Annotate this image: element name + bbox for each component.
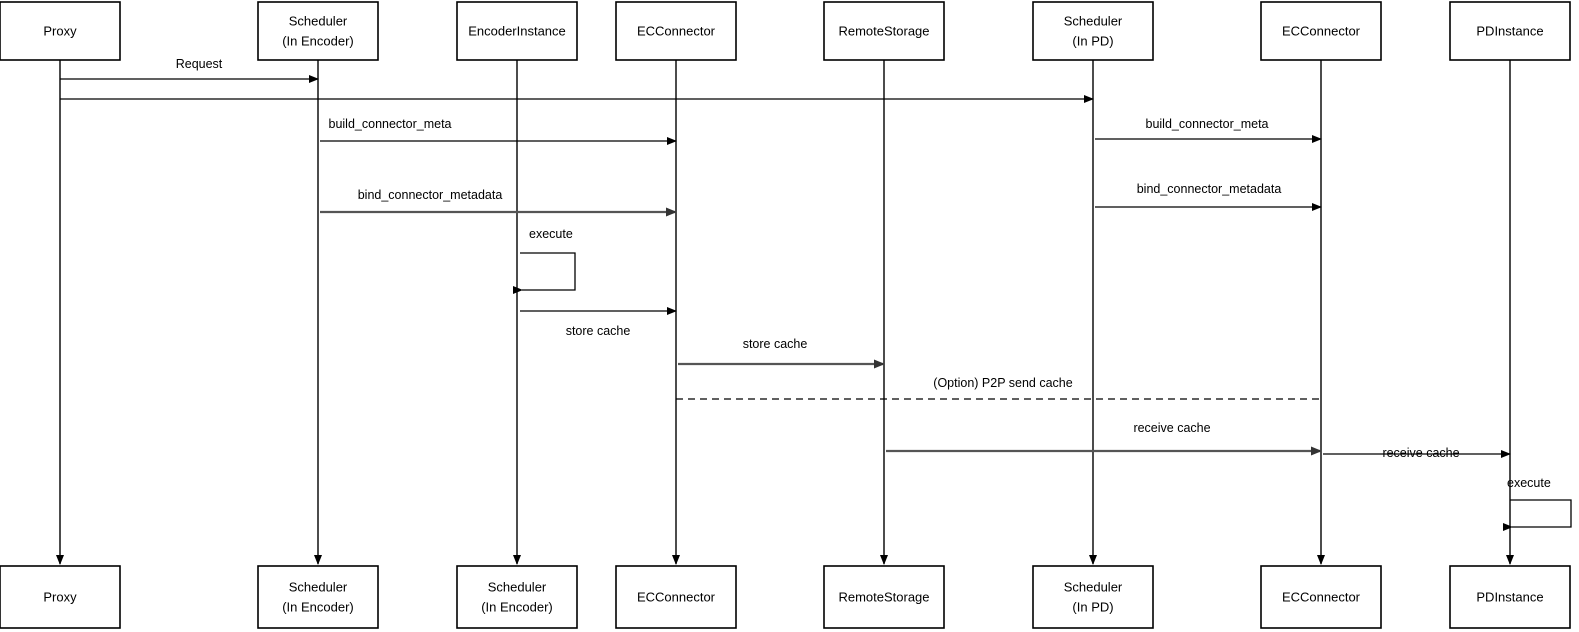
participant-top-ecconnector-pd[interactable]: ECConnector <box>1260 1 1382 61</box>
message-label: build_connector_meta <box>329 117 452 131</box>
message-label: build_connector_meta <box>1146 117 1269 131</box>
self-message-label: execute <box>529 227 573 241</box>
participant-bottom-label-line1: ECConnector <box>1282 589 1361 604</box>
message-m10: receive cache <box>886 421 1322 456</box>
participant-top-label-line1: RemoteStorage <box>838 23 929 38</box>
participant-bottom-box[interactable] <box>615 565 737 629</box>
participant-bottom-label-line1: Proxy <box>43 589 77 604</box>
self-message-label: execute <box>1507 476 1551 490</box>
participant-top-proxy[interactable]: Proxy <box>0 1 121 61</box>
participant-top-box[interactable] <box>257 1 379 61</box>
participant-bottom-label-line1: PDInstance <box>1476 589 1543 604</box>
participant-top-scheduler-pd[interactable]: Scheduler (In PD) <box>1032 1 1154 61</box>
participant-bottom-label-line1: RemoteStorage <box>838 589 929 604</box>
participant-bottom-box[interactable] <box>1449 565 1571 629</box>
participant-top-box[interactable] <box>615 1 737 61</box>
participant-top-label-line2: (In Encoder) <box>282 33 354 48</box>
message-m9: (Option) P2P send cache <box>676 376 1321 400</box>
participant-top-label-line2: (In PD) <box>1072 33 1113 48</box>
self-message-loop <box>513 252 576 294</box>
participant-bottom-box[interactable] <box>257 565 379 629</box>
participant-bottom-label-line1: Scheduler <box>488 579 547 594</box>
message-m11: receive cache <box>1323 446 1511 460</box>
participant-bottom-proxy[interactable]: Proxy <box>0 565 121 629</box>
participant-top-label-line1: Scheduler <box>1064 13 1123 28</box>
message-label: Request <box>176 57 223 71</box>
participant-top-pd-instance[interactable]: PDInstance <box>1449 1 1571 61</box>
message-label: receive cache <box>1133 421 1210 435</box>
participant-top-label-line1: Scheduler <box>289 13 348 28</box>
participant-bottom-box[interactable] <box>456 565 578 629</box>
message-m3: build_connector_meta <box>320 117 677 145</box>
participant-bottom-remote-storage[interactable]: RemoteStorage <box>823 565 945 629</box>
message-label: store cache <box>743 337 808 351</box>
participant-top-encoder-instance[interactable]: EncoderInstance <box>456 1 578 61</box>
participant-bottom-box[interactable] <box>1260 565 1382 629</box>
message-label: bind_connector_metadata <box>1137 182 1282 196</box>
message-label: (Option) P2P send cache <box>933 376 1072 390</box>
message-label: bind_connector_metadata <box>358 188 503 202</box>
participant-top-box[interactable] <box>823 1 945 61</box>
participant-bottom-label-line1: ECConnector <box>637 589 716 604</box>
participant-bottom-box[interactable] <box>823 565 945 629</box>
participant-bottom-ecconnector-pd[interactable]: ECConnector <box>1260 565 1382 629</box>
participant-top-label-line1: PDInstance <box>1476 23 1543 38</box>
participant-bottom-label-line2: (In Encoder) <box>282 599 354 614</box>
participant-bottom-scheduler-pd[interactable]: Scheduler (In PD) <box>1032 565 1154 629</box>
participant-bottom-label-line2: (In PD) <box>1072 599 1113 614</box>
lifelines-layer <box>56 60 1514 565</box>
message-m4: build_connector_meta <box>1095 117 1322 143</box>
messages-layer: Request build_connector_meta build_connect… <box>60 57 1511 460</box>
message-m1: Request <box>60 57 319 83</box>
participant-top-label-line1: EncoderInstance <box>468 23 566 38</box>
message-m7: store cache <box>520 307 677 338</box>
message-label: store cache <box>566 324 631 338</box>
self-messages-layer: execute execute <box>513 227 1572 531</box>
message-label: receive cache <box>1382 446 1459 460</box>
participant-bottom-pd-instance[interactable]: PDInstance <box>1449 565 1571 629</box>
self-message-s2: execute <box>1503 476 1572 531</box>
participant-top-box[interactable] <box>1449 1 1571 61</box>
participant-bottom-scheduler-encoder[interactable]: Scheduler (In Encoder) <box>257 565 379 629</box>
participant-top-box[interactable] <box>1260 1 1382 61</box>
participant-bottom-label-line1: Scheduler <box>289 579 348 594</box>
participant-top-box[interactable] <box>1032 1 1154 61</box>
participant-top-box[interactable] <box>456 1 578 61</box>
message-m8: store cache <box>678 337 885 369</box>
participant-top-label-line1: Proxy <box>43 23 77 38</box>
participant-bottom-box[interactable] <box>0 565 121 629</box>
participant-top-label-line1: ECConnector <box>1282 23 1361 38</box>
self-message-s1: execute <box>513 227 576 294</box>
participant-top-label-line1: ECConnector <box>637 23 716 38</box>
self-message-loop <box>1503 499 1572 531</box>
participants-top-layer: Proxy Scheduler (In Encoder) EncoderInstanc… <box>0 1 1571 61</box>
participant-top-box[interactable] <box>0 1 121 61</box>
participant-bottom-ecconnector-enc[interactable]: ECConnector <box>615 565 737 629</box>
participant-bottom-label-line2: (In Encoder) <box>481 599 553 614</box>
participant-bottom-box[interactable] <box>1032 565 1154 629</box>
participant-top-remote-storage[interactable]: RemoteStorage <box>823 1 945 61</box>
participant-bottom-scheduler-encoder-2[interactable]: Scheduler (In Encoder) <box>456 565 578 629</box>
message-m6: bind_connector_metadata <box>1095 182 1322 211</box>
participant-top-ecconnector-enc[interactable]: ECConnector <box>615 1 737 61</box>
message-m5: bind_connector_metadata <box>320 188 677 217</box>
participants-bottom-layer: Proxy Scheduler (In Encoder) Scheduler (In E… <box>0 565 1571 629</box>
participant-bottom-label-line1: Scheduler <box>1064 579 1123 594</box>
participant-top-scheduler-encoder[interactable]: Scheduler (In Encoder) <box>257 1 379 61</box>
